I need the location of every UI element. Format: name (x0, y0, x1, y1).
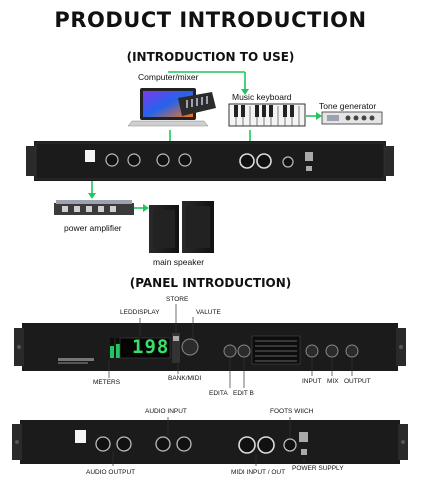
edit-b-callout: EDIT B (233, 390, 254, 397)
valute-callout: VALUTE (196, 309, 221, 316)
mix-callout: MIX (327, 378, 339, 385)
footswitch-jack (283, 438, 297, 452)
computer-mixer-label: Computer/mixer (138, 72, 199, 82)
main-speaker-label: main speaker (153, 257, 205, 267)
midi-in-port (238, 436, 256, 454)
front-panel-unit (14, 323, 406, 371)
edit-a-knob (223, 344, 237, 358)
bank-midi-callout: BANK/MIDI (168, 375, 202, 382)
audio-input-left-jack (176, 436, 192, 452)
led-display (119, 337, 171, 359)
tone-generator-icon (321, 111, 383, 125)
panel-subtitle: (PANEL INTRODUCTION) (129, 276, 292, 290)
edit-b-knob (237, 344, 251, 358)
audio-output-right-jack (95, 436, 111, 452)
rear-callout-lines (112, 417, 305, 466)
edit-a-callout: EDITA (209, 390, 228, 397)
valute-knob (181, 338, 199, 356)
front-callout-lines (108, 304, 353, 388)
mixer-icon (178, 92, 216, 116)
main-speaker-icon (149, 201, 214, 253)
led-display-value: 198 (132, 336, 170, 358)
midi-out-port (257, 436, 275, 454)
power-amplifier-label: power amplifier (64, 223, 122, 233)
input-knob (305, 344, 319, 358)
rear-panel-unit-top (26, 141, 394, 181)
led-display-callout: LEDDISPLAY (120, 309, 160, 316)
rear-panel-unit-bottom (12, 420, 408, 464)
input-callout: INPUT (302, 378, 322, 385)
audio-input-callout: AUDIO INPUT (145, 408, 187, 415)
store-callout: STORE (166, 296, 189, 303)
audio-output-callout: AUDIO OUTPUT (86, 469, 136, 476)
power-connector (301, 449, 307, 455)
audio-output-left-jack (116, 436, 132, 452)
meters-callout: METERS (93, 379, 121, 386)
music-keyboard-icon (228, 103, 306, 127)
midi-input-output-callout: MIDI INPUT / OUT (231, 469, 286, 476)
audio-input-right-jack (155, 436, 171, 452)
page-title: PRODUCT INTRODUCTION (54, 8, 367, 32)
output-knob (345, 344, 359, 358)
usage-subtitle: (INTRODUCTION TO USE) (126, 50, 295, 64)
power-amplifier-icon (54, 200, 134, 215)
output-callout: OUTPUT (344, 378, 371, 385)
tone-generator-label: Tone generator (319, 101, 377, 111)
music-keyboard-label: Music keyboard (232, 92, 292, 102)
store-button (173, 336, 179, 341)
mix-knob (325, 344, 339, 358)
power-supply-callout: POWER SUPPLY (292, 465, 344, 472)
footswitch-callout: FOOTS WIICH (270, 408, 314, 415)
